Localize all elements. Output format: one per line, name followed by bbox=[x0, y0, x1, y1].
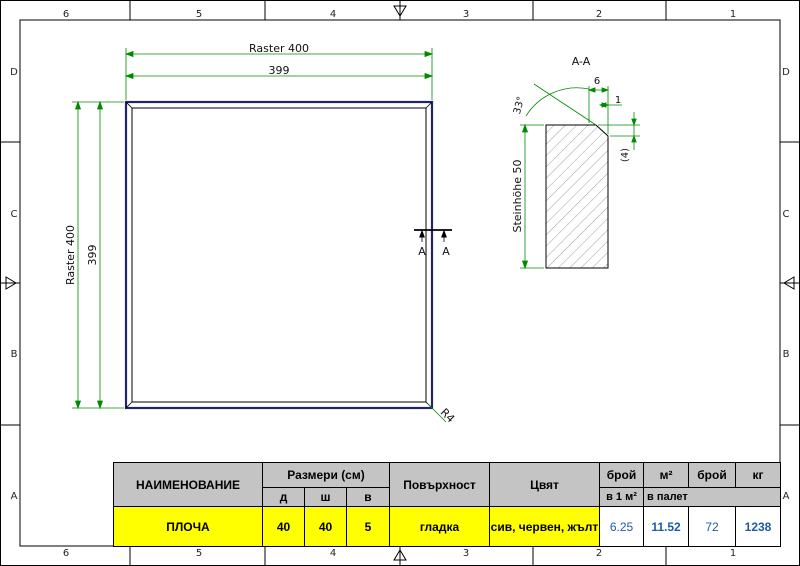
width-header: ш bbox=[304, 487, 347, 507]
zone-label-left: C bbox=[11, 209, 18, 220]
surface-header: Повърхност bbox=[389, 462, 490, 507]
plan-dimension-lines bbox=[72, 48, 447, 423]
zone-label-top: 2 bbox=[596, 9, 602, 20]
count-header: брой bbox=[599, 462, 644, 488]
section-mark-letter: A bbox=[442, 245, 450, 258]
dimension-raster-width: Raster 400 bbox=[249, 42, 309, 55]
edge-offset-label: 1 bbox=[615, 95, 621, 106]
zone-label-right: A bbox=[783, 491, 790, 502]
zone-label-bottom: 6 bbox=[63, 548, 69, 559]
dimension-height-399: 399 bbox=[86, 245, 99, 266]
zone-label-top: 3 bbox=[463, 9, 469, 20]
angle-label: 33° bbox=[512, 95, 527, 115]
chamfer-width-label: 6 bbox=[594, 76, 600, 87]
pieces-per-pallet-value: 72 bbox=[688, 506, 736, 547]
dimensions-header: Размери (см) bbox=[262, 462, 390, 488]
stone-height-label: Steinhöhe 50 bbox=[511, 159, 524, 232]
name-header: НАИМЕНОВАНИЕ bbox=[113, 462, 263, 507]
width-value: 40 bbox=[304, 506, 347, 547]
zone-label-top: 1 bbox=[730, 9, 736, 20]
zone-label-bottom: 1 bbox=[730, 548, 736, 559]
dimension-width-399: 399 bbox=[269, 64, 290, 77]
color-header: Цвят bbox=[489, 462, 600, 507]
zone-label-bottom: 2 bbox=[596, 548, 602, 559]
product-name: ПЛОЧА bbox=[113, 506, 263, 547]
per-m2-value: 6.25 bbox=[599, 506, 644, 547]
per-pallet-header: в палет bbox=[643, 487, 781, 507]
height-value: 5 bbox=[346, 506, 390, 547]
height-header: в bbox=[346, 487, 390, 507]
section-mark-letter: A bbox=[418, 245, 426, 258]
zone-label-right: D bbox=[782, 67, 790, 78]
section-view-title: A-A bbox=[572, 55, 591, 68]
zone-label-left: A bbox=[11, 491, 18, 502]
zone-label-top: 5 bbox=[196, 9, 202, 20]
pieces-header: брой bbox=[688, 462, 736, 488]
radius-label: R4 bbox=[438, 406, 458, 426]
color-value: сив, червен, жълт bbox=[489, 506, 600, 547]
zone-label-bottom: 4 bbox=[330, 548, 336, 559]
zone-label-left: D bbox=[10, 67, 18, 78]
title-block: НАИМЕНОВАНИЕ Размери (см) Повърхност Цвя… bbox=[113, 462, 781, 547]
zone-label-right: C bbox=[783, 209, 790, 220]
m2-per-pallet-value: 11.52 bbox=[643, 506, 689, 547]
per-m2-header: в 1 м² bbox=[599, 487, 644, 507]
length-value: 40 bbox=[262, 506, 305, 547]
zone-label-top: 4 bbox=[330, 9, 336, 20]
area-header: м² bbox=[643, 462, 689, 488]
zone-label-left: B bbox=[11, 349, 18, 360]
surface-value: гладка bbox=[389, 506, 490, 547]
zone-labels: 6 5 4 3 2 1 6 5 4 3 2 1 D C B A D C B A bbox=[10, 9, 790, 559]
length-header: д bbox=[262, 487, 305, 507]
weight-header: кг bbox=[735, 462, 781, 488]
section-cut-mark bbox=[414, 229, 452, 242]
chamfer-depth-label: (4) bbox=[620, 148, 631, 162]
zone-label-bottom: 5 bbox=[196, 548, 202, 559]
section-profile bbox=[545, 124, 609, 269]
zone-label-right: B bbox=[783, 349, 790, 360]
zone-label-top: 6 bbox=[63, 9, 69, 20]
zone-label-bottom: 3 bbox=[463, 548, 469, 559]
slab-plan-view bbox=[124, 100, 434, 410]
section-dimension-lines bbox=[520, 83, 640, 270]
weight-value: 1238 bbox=[735, 506, 781, 547]
dimension-raster-height: Raster 400 bbox=[64, 225, 77, 285]
